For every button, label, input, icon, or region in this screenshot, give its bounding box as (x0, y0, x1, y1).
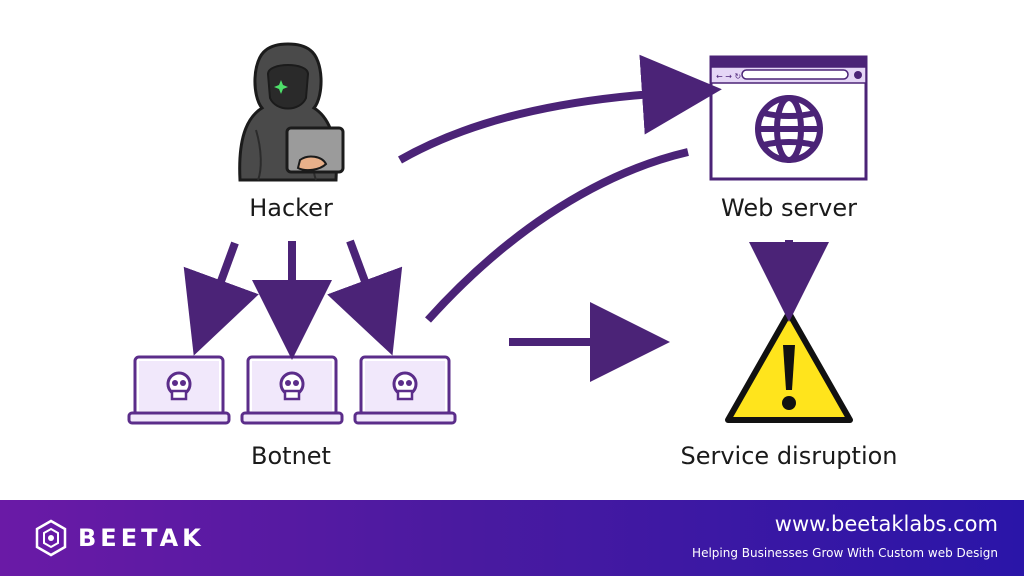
tagline: Helping Businesses Grow With Custom web … (692, 546, 998, 560)
footer-banner: BEETAK www.beetaklabs.com Helping Busine… (0, 500, 1024, 576)
service-disruption-label: Service disruption (680, 442, 898, 470)
arrow-botnet-to-webserver (425, 148, 689, 323)
hacker-icon (238, 42, 345, 182)
arrow-hacker-to-webserver (398, 54, 722, 164)
browser-window-icon: ← → ↻ (709, 55, 868, 181)
laptop-skull-icon (127, 355, 457, 425)
arrow-hacker-to-bot-1 (183, 241, 259, 356)
botnet-label: Botnet (251, 442, 331, 470)
svg-text:← → ↻: ← → ↻ (716, 72, 741, 81)
warning-icon (725, 310, 853, 423)
beetak-logo-icon (35, 519, 67, 557)
brand-name: BEETAK (78, 524, 205, 552)
ddos-diagram: ← → ↻ (127, 42, 868, 425)
website-link[interactable]: www.beetaklabs.com (774, 512, 998, 536)
hacker-label: Hacker (249, 194, 333, 222)
globe-icon (755, 95, 823, 163)
webserver-label: Web server (721, 194, 857, 222)
brand[interactable]: BEETAK (34, 516, 205, 560)
arrow-hacker-to-bot-3 (327, 239, 403, 356)
